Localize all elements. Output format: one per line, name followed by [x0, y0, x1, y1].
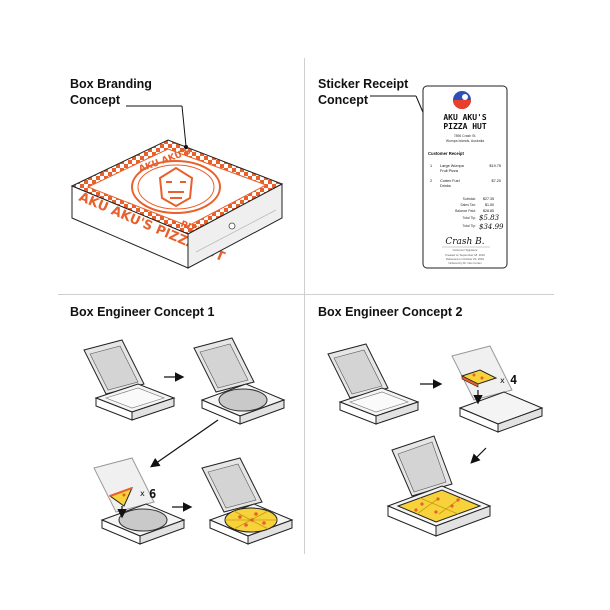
box-branding-label-line1: Box Branding [70, 77, 152, 91]
sticker-label-line1: Sticker Receipt [318, 77, 409, 91]
receipt-total: $34.99 [479, 223, 504, 231]
c2-step2-square-slice-insert [451, 345, 544, 433]
receipt-tip: $5.83 [479, 214, 500, 222]
receipt-address-2: Wumpa Islands, Australia [446, 139, 484, 143]
receipt-paper [422, 85, 508, 269]
receipt-title-1: AKU AKU'S [443, 113, 487, 122]
receipt-item1-qty: 1 [430, 164, 432, 168]
c1-step1-open-box [83, 339, 176, 421]
receipt-subtotal-label: Subtotal: [463, 197, 476, 201]
receipt-signature-caption: Customer Signature [453, 248, 478, 252]
c1-step3-slice-insert [93, 457, 186, 545]
c1-arrow-diagonal [150, 419, 219, 468]
receipt-logo-icon [453, 91, 471, 109]
receipt-balance: $28.85 [483, 209, 494, 213]
receipt-address-1: 7896 Crash St. [454, 134, 477, 138]
engineer-concept-1-label: Box Engineer Concept 1 [70, 304, 214, 320]
c2-multiplier-count: 4 [510, 373, 517, 387]
c2-multiplier-x: x [500, 376, 505, 385]
receipt-item2-price: $7.20 [491, 179, 501, 183]
receipt-section: Customer Receipt [428, 151, 464, 156]
c2-arrow-diagonal [470, 447, 487, 464]
branded-pizza-box: AKU AKU'S PIZZAHUT AKU AKU'S PIZZAHUT [70, 105, 284, 269]
receipt-tax-label: Sales Tax: [460, 203, 476, 207]
receipt-tax: $1.50 [485, 203, 494, 207]
receipt-footer-3: Ordered by Dr. Neo Cortex [448, 261, 482, 265]
c2-step3-full-square-pizza-box [386, 435, 492, 537]
c1-step4-full-pizza-box [201, 457, 294, 545]
vertical-divider [304, 58, 305, 554]
box-branding-label-line2: Concept [70, 93, 120, 107]
horizontal-divider [58, 294, 554, 295]
sticker-receipt: AKU AKU'S PIZZA HUT 7896 Crash St. Wumpa… [370, 85, 508, 269]
receipt-footer-2: Delivered on October 20, 2022 [446, 257, 485, 261]
receipt-title-2: PIZZA HUT [443, 122, 487, 131]
c1-multiplier-x: x [140, 489, 145, 498]
engineer-concept-2-diagram: x 4 [327, 343, 544, 537]
engineer1-label-text: Box Engineer Concept 1 [70, 305, 215, 319]
sticker-label-line2: Concept [318, 93, 368, 107]
receipt-subtotal: $27.35 [483, 197, 494, 201]
receipt-item1-name1: Large Wumpa [440, 164, 465, 168]
receipt-item2-qty: 2 [430, 179, 432, 183]
receipt-footer-1: Created on September 18, 2022 [445, 253, 485, 257]
box-branding-label: Box Branding Concept [70, 76, 152, 108]
receipt-item1-name2: Fruit Pizza [440, 169, 459, 173]
engineer-concept-2-label: Box Engineer Concept 2 [318, 304, 462, 320]
receipt-total-label: Total Tip: [462, 224, 476, 228]
receipt-tip-label: Total Tip: [462, 216, 476, 220]
engineer-concept-1-diagram: x 6 [83, 337, 294, 545]
receipt-item2-name2: Drinks [440, 184, 451, 188]
c1-multiplier-count: 6 [149, 487, 156, 501]
c1-step2-box-with-tray [193, 337, 286, 425]
receipt-signature: Crash B. [445, 237, 484, 247]
receipt-item2-name1: Cortex Fuel [440, 179, 460, 183]
engineer2-label-text: Box Engineer Concept 2 [318, 305, 463, 319]
receipt-item1-price: $19.75 [489, 164, 501, 168]
sticker-receipt-label: Sticker Receipt Concept [318, 76, 408, 108]
receipt-balance-label: Balance Paid: [455, 209, 476, 213]
c2-step1-open-box [327, 343, 420, 425]
